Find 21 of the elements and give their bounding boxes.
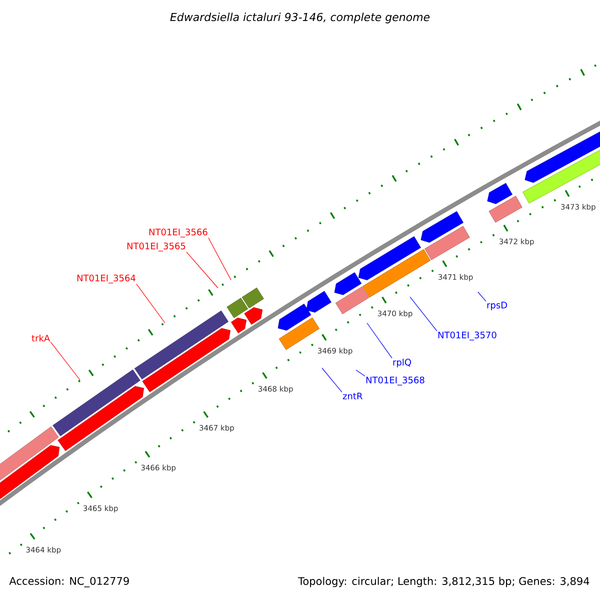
leader-line	[322, 368, 342, 393]
accession-text: Accession: NC_012779	[9, 576, 129, 588]
leader-line	[366, 322, 392, 358]
leader-line	[186, 252, 218, 288]
leader-line	[136, 284, 166, 324]
gene-label: NT01EI_3564	[77, 274, 136, 284]
gene-label: NT01EI_3565	[127, 242, 186, 252]
gene-label: rplQ	[393, 358, 411, 368]
leader-line	[356, 370, 366, 376]
gene-label: NT01EI_3570	[438, 332, 496, 340]
genome-info-text: Topology: circular; Length: 3,812,315 bp; Genes: 3,894	[298, 576, 590, 588]
gene-label: rpsD	[487, 302, 507, 310]
leader-line	[50, 342, 80, 380]
leader-line	[208, 238, 232, 280]
title: Edwardsiella ictaluri 93-146, complete genome	[170, 12, 430, 24]
leader-line	[478, 292, 486, 302]
gene-label: NT01EI_3568	[366, 376, 424, 386]
gene-label: trkA	[32, 334, 50, 342]
gene-label: NT01EI_3566	[149, 228, 208, 238]
leader-line	[410, 296, 438, 332]
gene-label: zntR	[342, 392, 362, 400]
